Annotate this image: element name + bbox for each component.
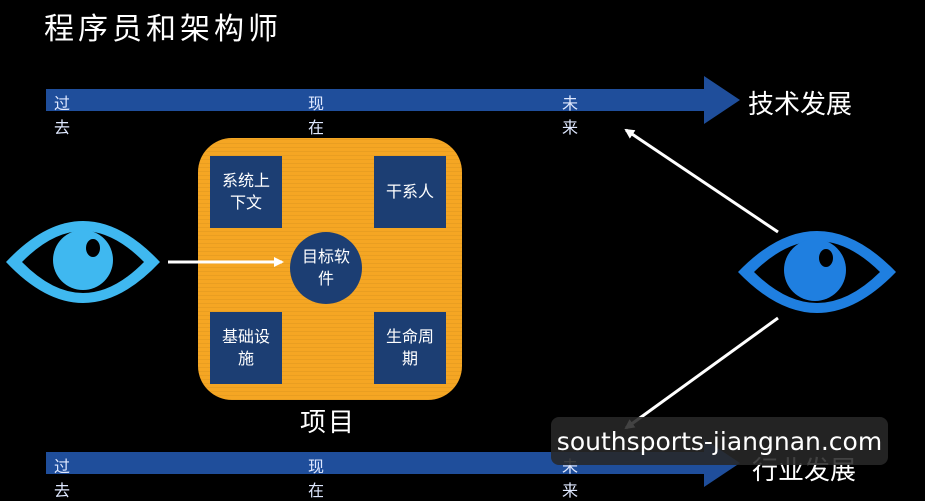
bottom-timeline-present: 现在 [308, 457, 325, 500]
project-block: 系统上下文 干系人 基础设施 生命周期 目标软件 [198, 138, 462, 400]
lifecycle-cell: 生命周期 [374, 312, 446, 384]
up-arrow-to-tech [624, 128, 779, 234]
top-timeline-future: 未来 [562, 94, 579, 137]
bottom-timeline-past: 过去 [54, 457, 71, 500]
top-timeline-present: 现在 [308, 94, 325, 137]
target-software-circle: 目标软件 [290, 232, 362, 304]
infrastructure-cell: 基础设施 [210, 312, 282, 384]
eye-icon [6, 221, 160, 303]
tech-development-label: 技术发展 [748, 90, 853, 120]
top-timeline-arrowhead [704, 76, 740, 124]
top-timeline-bar [46, 89, 706, 111]
bottom-timeline-bar [46, 452, 706, 474]
system-context-cell: 系统上下文 [210, 156, 282, 228]
page-title: 程序员和架构师 [44, 12, 282, 47]
eye-icon [738, 231, 896, 313]
watermark-overlay: southsports-jiangnan.com [551, 417, 888, 465]
top-timeline-past: 过去 [54, 94, 71, 137]
down-arrow-to-industry [624, 316, 779, 430]
stakeholders-cell: 干系人 [374, 156, 446, 228]
project-label: 项目 [300, 408, 357, 438]
